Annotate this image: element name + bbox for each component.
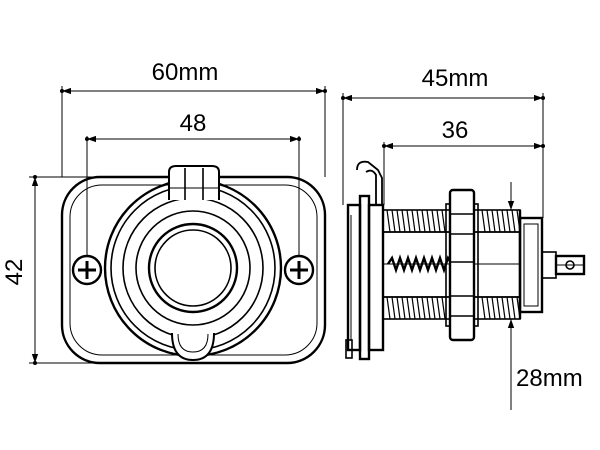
cap-tab	[171, 332, 215, 362]
internal-spring	[387, 254, 453, 274]
screw-left-icon	[71, 254, 103, 286]
label-front-width: 60mm	[152, 59, 219, 86]
label-side-length: 45mm	[422, 65, 489, 92]
screw-right-icon	[283, 254, 315, 286]
socket-inner-ring	[147, 222, 239, 314]
terminal-pin	[541, 251, 586, 279]
socket-outer-ring	[103, 178, 283, 358]
rear-collar	[518, 216, 544, 314]
cap-hinge	[168, 165, 220, 200]
label-hole-spacing: 48	[180, 110, 207, 137]
label-body-length: 36	[442, 117, 469, 144]
front-view: 60mm 48 42	[1, 59, 327, 365]
socket-bore	[154, 229, 232, 307]
label-front-height: 42	[1, 259, 28, 286]
thread-hatching	[386, 209, 521, 320]
side-flange	[346, 203, 362, 352]
side-cap	[356, 160, 383, 206]
label-thread-diameter: 28mm	[516, 365, 583, 392]
side-view: 45mm 36 28mm	[341, 65, 586, 410]
hex-nut	[445, 188, 479, 342]
